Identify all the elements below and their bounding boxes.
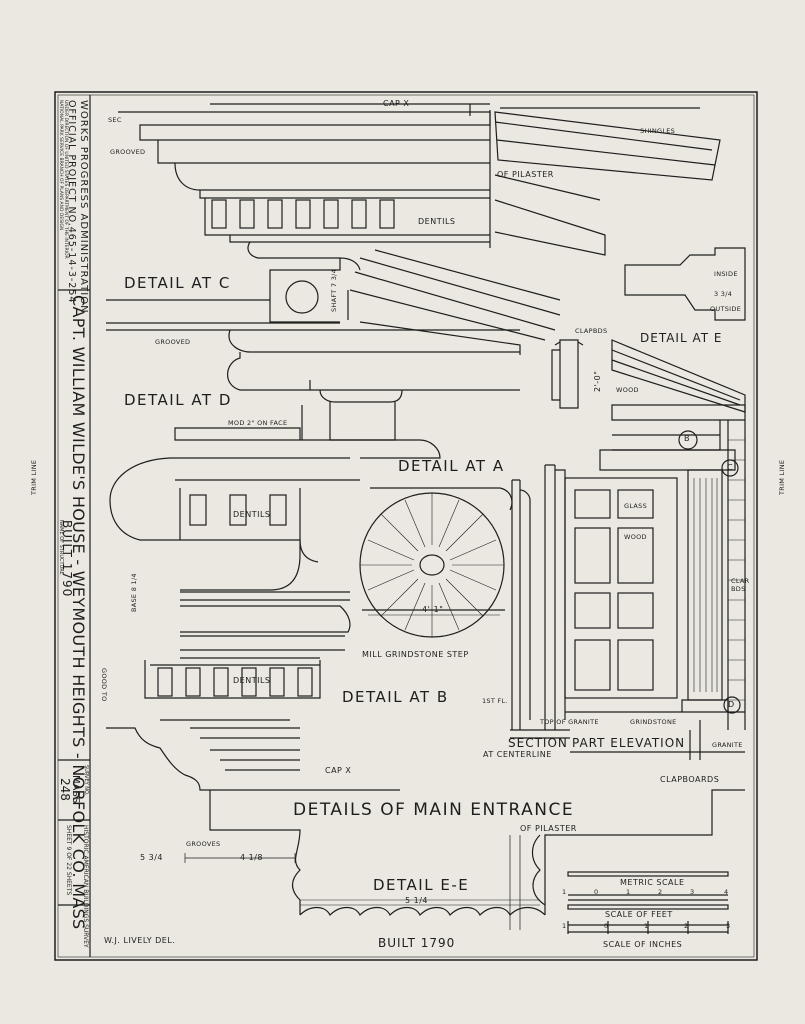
mill-grindstone-label: MILL GRINDSTONE STEP: [362, 650, 469, 659]
clapboards-label: CLAPBOARDS: [660, 775, 720, 784]
shaft-dim: SHAFT 7 3/4: [330, 268, 338, 312]
first-floor-label: 1ST FL.: [482, 697, 508, 705]
wood-door-label: WOOD: [624, 533, 647, 541]
feet-tick: 2: [684, 922, 689, 930]
wood-label: WOOD: [616, 386, 639, 394]
detail-d-label: DETAIL AT D: [124, 391, 232, 409]
callout-b: B: [684, 434, 690, 443]
feet-tick: 0: [604, 922, 609, 930]
agency-line-1: WORKS PROGRESS ADMINISTRATION: [78, 100, 89, 314]
metric-tick: 1: [562, 888, 567, 896]
detail-c-label: DETAIL AT C: [124, 274, 231, 292]
feet-tick: 3: [726, 922, 731, 930]
dentils-mid-label: DENTILS: [233, 510, 271, 519]
of-pilaster-top-label: OF PILASTER: [497, 170, 554, 179]
detail-e-label: DETAIL AT E: [640, 331, 723, 345]
metric-tick: 4: [724, 888, 729, 896]
section-label: SECTION: [508, 736, 568, 750]
grindstone-label: GRINDSTONE: [630, 718, 677, 726]
cap-x-top-label: CAP X: [383, 99, 410, 108]
grooved-top-label: GROOVED: [110, 148, 146, 156]
sponsor-line-2: NATIONAL PARK SERVICE BRANCH OF PLANS AN…: [58, 100, 63, 231]
inside-label: INSIDE: [714, 270, 738, 278]
sponsor-line: UNDER DIRECTION OF UNITED STATES DEPARTM…: [63, 100, 68, 259]
granite-label: GRANITE: [712, 741, 743, 749]
metric-tick: 0: [594, 888, 599, 896]
dentils-bottom-label: DENTILS: [233, 676, 271, 685]
sheet-number: SHEET 9 OF 22 SHEETS: [65, 825, 72, 896]
delineator: W.J. LIVELY DEL.: [104, 936, 176, 945]
sec-label: SEC: [108, 116, 122, 124]
shingles-label: SHINGLES: [640, 127, 676, 135]
dim-4-1-8: 4 1/8: [240, 853, 264, 862]
dim-5-1-4: 5 1/4: [405, 896, 429, 905]
main-title: DETAILS OF MAIN ENTRANCE: [293, 800, 575, 820]
callout-c: C: [727, 463, 734, 472]
name-of-structure-label: NAME OF STRUCTURE: [58, 520, 64, 575]
part-elevation-label: PART ELEVATION: [572, 736, 686, 750]
metric-tick: 2: [658, 888, 663, 896]
cap-x-bottom-label: CAP X: [325, 766, 352, 775]
scale-of-feet-label: SCALE OF FEET: [605, 910, 673, 919]
feet-tick: 1: [562, 922, 567, 930]
survey-name: HISTORIC AMERICAN BUILDINGS SURVEY: [82, 825, 89, 948]
clar-bds-label: CLAR BDS: [731, 577, 750, 593]
scale-of-inches-label: SCALE OF INCHES: [603, 940, 683, 949]
grooves-label: GROOVES: [186, 840, 221, 848]
of-pilaster-bottom-label: OF PILASTER: [520, 824, 577, 833]
clapbds-label: CLAPBDS: [575, 327, 608, 335]
good-to-label: GOOD TO: [100, 668, 108, 702]
built-bottom: BUILT 1790: [378, 936, 456, 950]
trim-line-left: TRIM LINE: [30, 459, 38, 495]
dim-5-3-4: 5 3/4: [140, 853, 164, 862]
glass-label: GLASS: [624, 502, 648, 510]
dentils-top-label: DENTILS: [418, 217, 456, 226]
detail-ee-label: DETAIL E-E: [373, 876, 470, 894]
callout-d: D: [728, 700, 735, 709]
grooved-mid-label: GROOVED: [155, 338, 191, 346]
dim-2-0: 2'-0": [593, 370, 602, 392]
trim-line-right: TRIM LINE: [778, 459, 786, 495]
survey-number: 248: [58, 778, 72, 801]
detail-a-label: DETAIL AT A: [398, 457, 505, 475]
feet-tick: 1: [644, 922, 649, 930]
survey-no-label: SURVEY NO.: [83, 765, 89, 796]
metric-tick: 1: [626, 888, 631, 896]
metric-tick: 3: [690, 888, 695, 896]
mod-on-face-label: MOD 2" ON FACE: [228, 419, 288, 427]
detail-b-label: DETAIL AT B: [342, 688, 449, 706]
outside-label: OUTSIDE: [710, 305, 742, 313]
metric-scale-label: METRIC SCALE: [620, 878, 685, 887]
base-dim: BASE 8 1/4: [130, 573, 138, 612]
at-centerline-label: AT CENTERLINE: [483, 750, 552, 759]
top-of-granite-label: TOP OF GRANITE: [540, 718, 599, 726]
dim-4-1-7: 4'-1": [422, 605, 444, 614]
dim-3-3-4: 3 3/4: [714, 290, 733, 298]
